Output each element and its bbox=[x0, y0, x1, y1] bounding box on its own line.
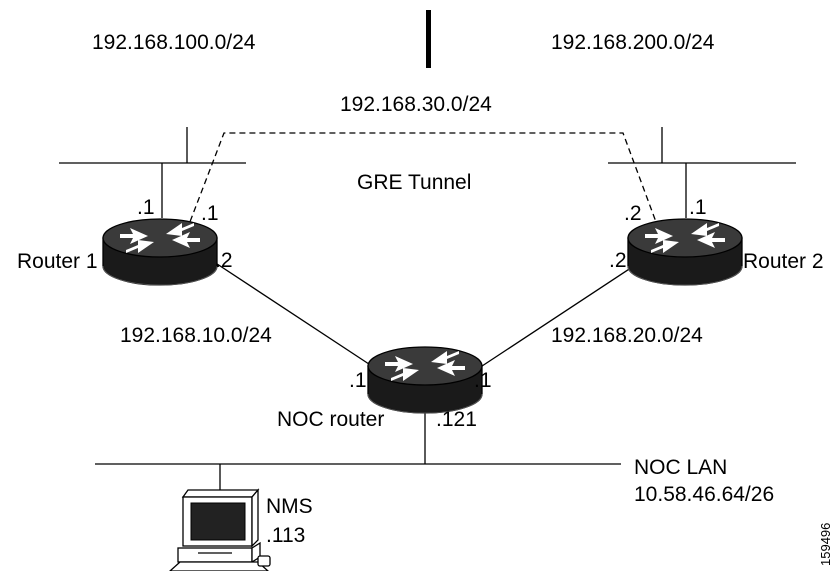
tunnel-subnet-label: 192.168.30.0/24 bbox=[340, 93, 492, 116]
router1-noc-link bbox=[207, 257, 379, 371]
router1-name: Router 1 bbox=[17, 250, 98, 273]
router1-tunnel-addr: .1 bbox=[201, 202, 219, 225]
left-lan-subnet-label: 192.168.100.0/24 bbox=[92, 31, 256, 54]
noc-router-name: NOC router bbox=[277, 408, 384, 431]
noc-router-lan-addr: .121 bbox=[436, 408, 477, 431]
nms-addr: .113 bbox=[266, 524, 305, 547]
router2-name: Router 2 bbox=[743, 250, 824, 273]
workstation-icon[interactable] bbox=[169, 488, 271, 571]
router1-icon[interactable] bbox=[102, 218, 218, 286]
noc-router-icon[interactable] bbox=[367, 346, 483, 414]
divider-bar bbox=[426, 10, 431, 68]
router2-noc-link bbox=[475, 257, 647, 371]
right-lan-subnet-label: 192.168.200.0/24 bbox=[551, 31, 715, 54]
router2-icon[interactable] bbox=[627, 218, 743, 286]
router2-tunnel-addr: .2 bbox=[624, 202, 642, 225]
noc-router-right-addr: .1 bbox=[474, 369, 492, 392]
gre-tunnel-label: GRE Tunnel bbox=[357, 171, 471, 194]
gre-tunnel-path bbox=[182, 132, 657, 241]
nms-name: NMS bbox=[266, 495, 313, 518]
link-left-subnet-label: 192.168.10.0/24 bbox=[120, 324, 272, 347]
noc-lan-name: NOC LAN bbox=[634, 456, 727, 479]
router1-lan-addr: .1 bbox=[137, 196, 155, 219]
router2-lan-addr: .1 bbox=[689, 196, 707, 219]
noc-lan-subnet: 10.58.46.64/26 bbox=[634, 483, 774, 506]
router1-wan-addr: .2 bbox=[215, 249, 233, 272]
figure-id: 159496 bbox=[818, 523, 833, 566]
link-right-subnet-label: 192.168.20.0/24 bbox=[551, 324, 703, 347]
router2-wan-addr: .2 bbox=[609, 249, 627, 272]
noc-router-left-addr: .1 bbox=[349, 369, 367, 392]
